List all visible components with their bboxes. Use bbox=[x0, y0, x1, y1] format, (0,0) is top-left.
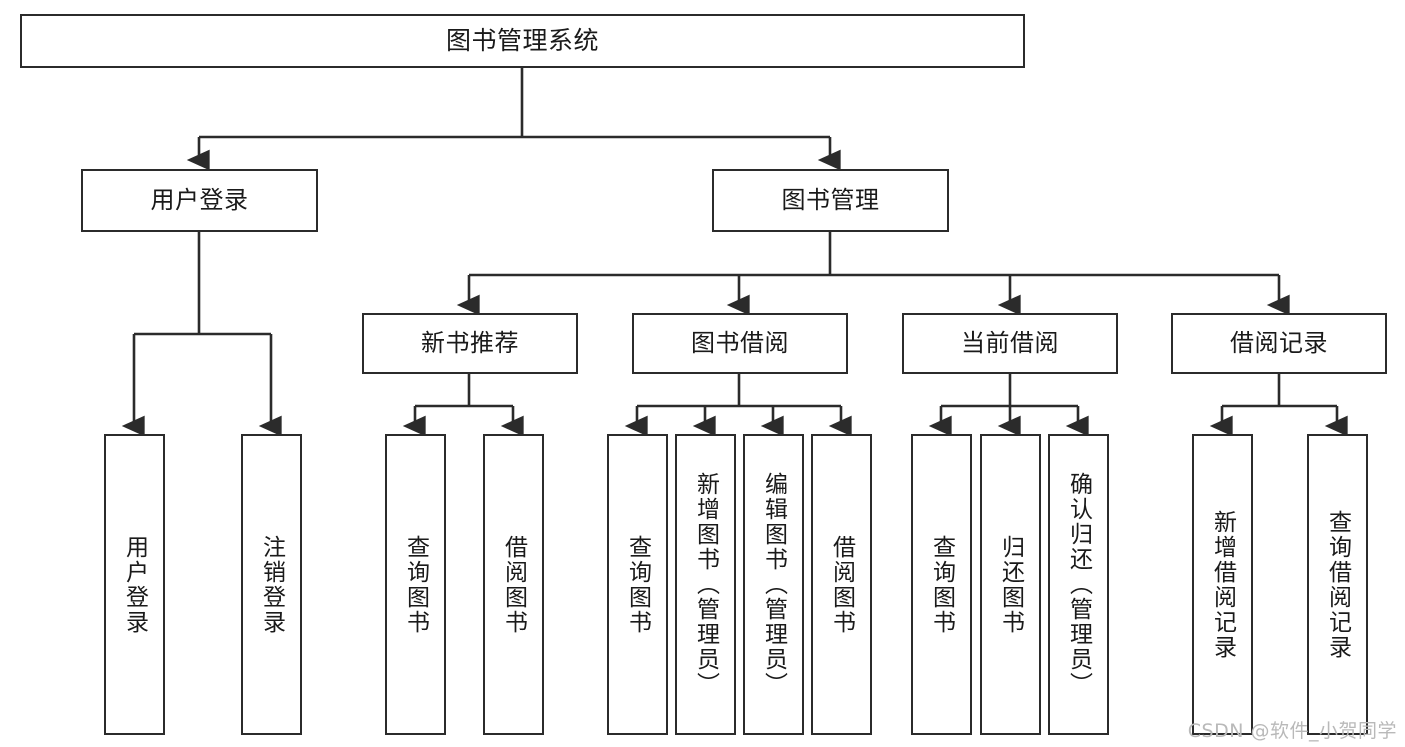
node-label: 用户登录 bbox=[150, 185, 249, 214]
node-book-management[interactable]: 图书管理 bbox=[712, 169, 949, 232]
node-label: 新增借阅记录 bbox=[1209, 509, 1236, 660]
leaf-confirm-return[interactable]: 确认归还（管理员） bbox=[1048, 434, 1109, 735]
node-label: 查询图书 bbox=[928, 534, 955, 635]
leaf-query-borrow-record[interactable]: 查询借阅记录 bbox=[1307, 434, 1368, 735]
node-label: 注销登录 bbox=[258, 534, 285, 635]
leaf-query-book-borrowing[interactable]: 查询图书 bbox=[607, 434, 668, 735]
node-user-login[interactable]: 用户登录 bbox=[81, 169, 318, 232]
node-label: 借阅图书 bbox=[500, 534, 527, 635]
leaf-query-book-recommendation[interactable]: 查询图书 bbox=[385, 434, 446, 735]
node-label: 图书管理系统 bbox=[445, 25, 599, 55]
node-label: 编辑图书（管理员） bbox=[760, 472, 787, 697]
node-label: 借阅记录 bbox=[1230, 328, 1328, 357]
leaf-logout[interactable]: 注销登录 bbox=[241, 434, 302, 735]
node-current-borrowing[interactable]: 当前借阅 bbox=[902, 313, 1118, 374]
node-label: 用户登录 bbox=[121, 534, 148, 635]
leaf-add-book[interactable]: 新增图书（管理员） bbox=[675, 434, 736, 735]
node-book-borrowing[interactable]: 图书借阅 bbox=[632, 313, 848, 374]
node-root-system[interactable]: 图书管理系统 bbox=[20, 14, 1025, 68]
node-label: 图书借阅 bbox=[691, 328, 789, 357]
node-label: 归还图书 bbox=[997, 534, 1024, 635]
leaf-user-login[interactable]: 用户登录 bbox=[104, 434, 165, 735]
leaf-add-borrow-record[interactable]: 新增借阅记录 bbox=[1192, 434, 1253, 735]
node-label: 新增图书（管理员） bbox=[692, 472, 719, 697]
node-label: 查询图书 bbox=[402, 534, 429, 635]
node-label: 借阅图书 bbox=[828, 534, 855, 635]
node-label: 确认归还（管理员） bbox=[1065, 472, 1092, 697]
node-borrow-record[interactable]: 借阅记录 bbox=[1171, 313, 1387, 374]
node-label: 图书管理 bbox=[781, 185, 880, 214]
leaf-borrow-book-recommendation[interactable]: 借阅图书 bbox=[483, 434, 544, 735]
node-new-book-recommendation[interactable]: 新书推荐 bbox=[362, 313, 578, 374]
node-label: 查询图书 bbox=[624, 534, 651, 635]
watermark: CSDN @软件_小贺同学 bbox=[1187, 720, 1397, 742]
node-label: 新书推荐 bbox=[421, 328, 519, 357]
node-label: 当前借阅 bbox=[961, 328, 1059, 357]
node-label: 查询借阅记录 bbox=[1324, 509, 1351, 660]
leaf-borrow-book[interactable]: 借阅图书 bbox=[811, 434, 872, 735]
leaf-return-book[interactable]: 归还图书 bbox=[980, 434, 1041, 735]
leaf-query-book-current[interactable]: 查询图书 bbox=[911, 434, 972, 735]
leaf-edit-book[interactable]: 编辑图书（管理员） bbox=[743, 434, 804, 735]
